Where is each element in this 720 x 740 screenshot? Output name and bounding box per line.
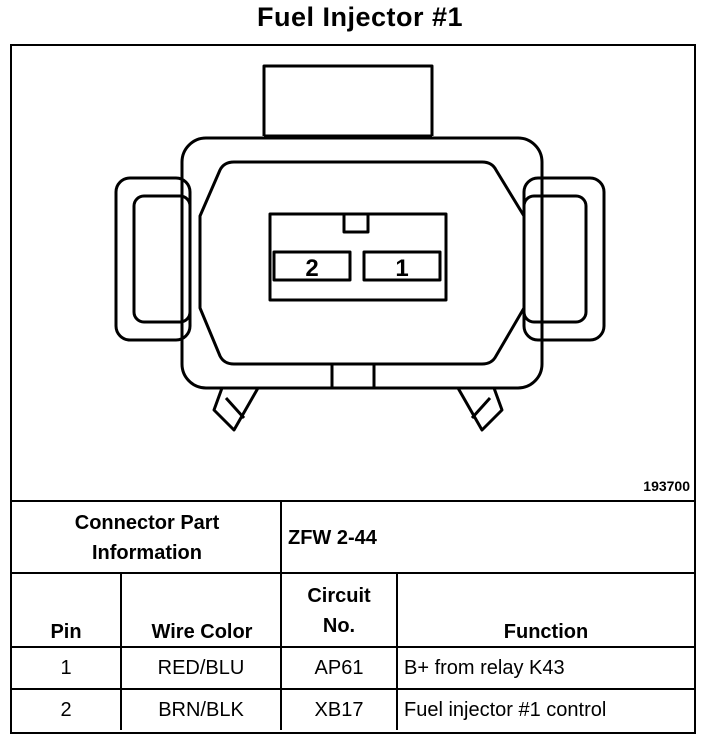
connector-drawing: 2 1 [114, 64, 606, 432]
left-ear-inner [132, 194, 192, 324]
terminal-cavity-block [268, 212, 448, 302]
row2-pin: 2 [60, 698, 72, 721]
key-notch-top [342, 212, 370, 234]
left-bottom-clip [212, 387, 260, 432]
part-info-label-line1: Connector Part [74, 512, 220, 534]
connector-diagram-panel: 2 1 193700 [10, 44, 696, 502]
pin-label-2: 2 [305, 255, 318, 282]
row1-circuit: AP61 [314, 656, 364, 679]
header-circuit-line2: No. [322, 615, 356, 637]
locking-tab [262, 64, 434, 136]
key-notch-bottom [330, 362, 376, 390]
header-pin: Pin [50, 621, 82, 643]
connector-info-table: Connector Part Information ZFW 2-44 Pin … [10, 502, 696, 734]
part-info-label: Connector Part Information [12, 502, 282, 574]
row1-pin: 1 [60, 656, 72, 679]
header-wire-color: Wire Color [151, 621, 253, 643]
right-ear-outer [522, 176, 606, 342]
part-info-label-line2: Information [92, 542, 202, 564]
connector-face [198, 160, 526, 366]
header-function: Function [503, 621, 589, 643]
right-bottom-clip [456, 387, 504, 432]
pin-cavity-2 [272, 250, 352, 282]
pin-cavity-1 [362, 250, 442, 282]
row1-function: B+ from relay K43 [404, 656, 565, 679]
figure-number: 193700 [643, 478, 690, 494]
pin-label-1: 1 [395, 255, 408, 282]
part-info-value: ZFW 2-44 [288, 526, 377, 549]
row1-wire-color: RED/BLU [157, 656, 245, 679]
header-circuit-line1: Circuit [307, 585, 371, 607]
row2-wire-color: BRN/BLK [158, 698, 244, 721]
header-circuit: Circuit No. [282, 574, 396, 648]
row2-circuit: XB17 [314, 698, 364, 721]
row2-function: Fuel injector #1 control [404, 698, 607, 721]
page-title: Fuel Injector #1 [256, 2, 464, 32]
right-ear-inner [522, 194, 588, 324]
left-ear-outer [114, 176, 192, 342]
connector-body [180, 136, 544, 390]
